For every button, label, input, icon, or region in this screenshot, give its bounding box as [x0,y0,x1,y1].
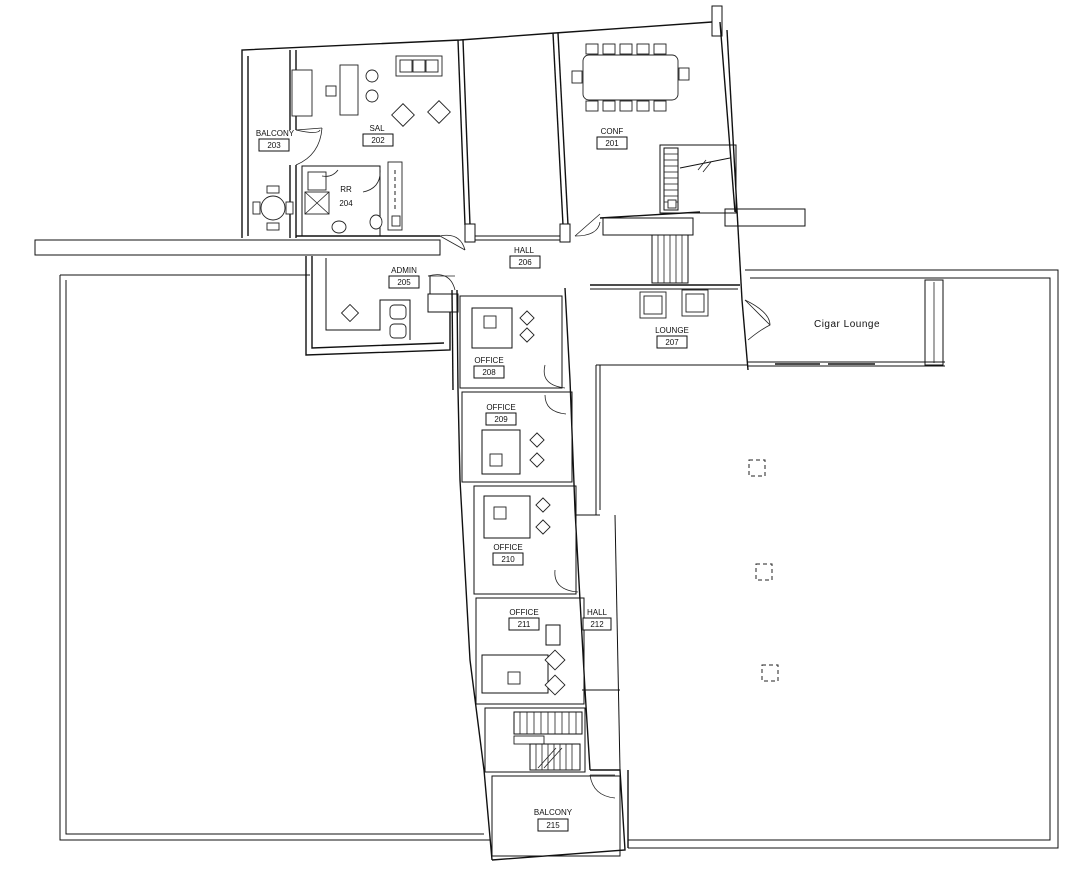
terrace-outlines [59,269,1059,849]
room-number-202: 202 [371,136,385,145]
room-name-conf-201: CONF [601,127,624,136]
room-name-office-211: OFFICE [509,608,538,617]
room-number-206: 206 [518,258,532,267]
terrace-columns [748,459,779,682]
conf-chairs-top [585,43,667,55]
sal-furniture [291,64,451,127]
cigar-lounge-label: Cigar Lounge [814,319,880,330]
top-block-walls [241,5,749,371]
room-number-209: 209 [494,415,508,424]
conference-table [571,43,690,112]
room-number-204: 204 [339,199,353,208]
sal-sofa [395,55,443,77]
admin-room [305,256,459,356]
room-name-balcony-215: BALCONY [534,808,573,817]
stair-north [651,144,737,284]
room-name-balcony-203: BALCONY [256,129,295,138]
room-number-207: 207 [665,338,679,347]
office-211 [475,597,585,705]
hall-206-doors [439,213,601,251]
room-name-sal-202: SAL [369,124,385,133]
room-number-210: 210 [501,555,515,564]
room-number-215: 215 [546,821,560,830]
room-number-212: 212 [590,620,604,629]
room-number-203: 203 [267,141,281,150]
door-balcony-203 [295,127,323,166]
office-210 [473,485,579,595]
room-labels: BALCONY 203 SAL 202 CONF 201 RR 204 ADMI… [256,124,880,832]
beam-left [34,239,441,256]
room-name-office-208: OFFICE [474,356,503,365]
room-number-205: 205 [397,278,411,287]
beam-right [602,208,806,236]
lounge-room [590,284,771,341]
room-name-hall-206: HALL [514,246,535,255]
room-name-admin-205: ADMIN [391,266,417,275]
mid-room [464,223,571,243]
room-name-office-210: OFFICE [493,543,522,552]
office-209 [461,391,573,483]
cigar-lounge-window [748,279,945,367]
stair-south [484,707,586,773]
conf-chairs-bottom [585,100,667,112]
room-number-201: 201 [605,139,619,148]
balcony-215 [491,774,621,857]
office-wing-walls [451,287,629,861]
balcony-table [252,185,294,231]
restroom-fixtures [301,161,403,237]
room-name-lounge-207: LOUNGE [655,326,689,335]
office-208 [459,295,566,389]
room-name-hall-212: HALL [587,608,608,617]
room-name-office-209: OFFICE [486,403,515,412]
room-number-211: 211 [518,620,531,629]
room-name-rr-204: RR [340,185,352,194]
room-number-208: 208 [482,368,496,377]
